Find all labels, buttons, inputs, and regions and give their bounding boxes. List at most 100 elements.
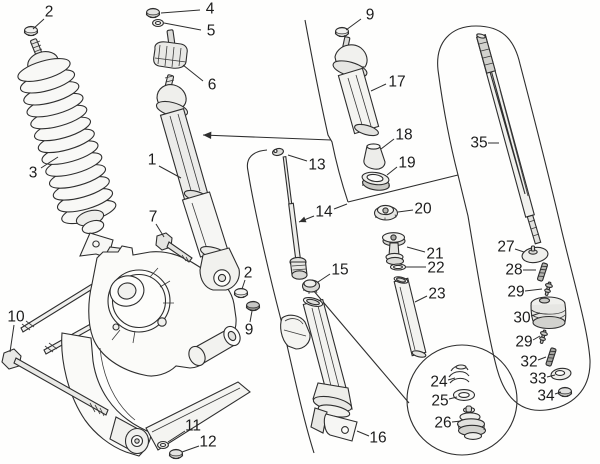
valve-assembly-26 — [458, 406, 486, 439]
leader-line — [398, 210, 413, 212]
fork-leg-16 — [303, 296, 357, 441]
divider-diagonal — [348, 175, 458, 202]
bolt-10 — [2, 349, 108, 416]
callout-label-25: 25 — [431, 393, 448, 410]
callout-label-13: 13 — [308, 157, 325, 174]
callout-label-9: 9 — [366, 7, 375, 24]
leader-line — [407, 247, 425, 252]
valve-pin-29a — [542, 280, 554, 297]
callout-label-2: 2 — [244, 265, 253, 282]
clip-13 — [272, 148, 284, 157]
leader-line — [156, 224, 164, 237]
leader-line — [250, 311, 252, 322]
bolt-7 — [156, 233, 192, 262]
upper-mount-parts — [23, 7, 350, 69]
nut-4 — [145, 7, 161, 19]
callout-label-14: 14 — [315, 204, 333, 221]
leader-line — [33, 19, 44, 29]
arrowhead-icon — [299, 216, 307, 223]
callout-label-32: 32 — [520, 354, 537, 371]
damper-rod-14 — [283, 157, 307, 280]
callout-label-22: 22 — [427, 260, 444, 277]
leader-line — [357, 431, 369, 436]
callout-label-23: 23 — [428, 286, 445, 303]
callout-label-19: 19 — [398, 155, 415, 172]
callout-label-34: 34 — [537, 388, 555, 405]
shock-absorber — [155, 75, 239, 290]
leader-line — [381, 139, 394, 149]
nut-2b — [233, 287, 249, 299]
flange-nut-20 — [375, 205, 398, 220]
leader-line — [415, 296, 427, 302]
detail-link-line — [313, 290, 409, 403]
leader-line — [448, 378, 455, 380]
cone-18 — [364, 144, 385, 169]
leader-line — [159, 166, 181, 178]
nut-9 — [334, 26, 350, 38]
leader-line — [346, 19, 361, 30]
detail-circle — [407, 345, 517, 455]
callout-label-30: 30 — [513, 310, 531, 327]
link-bushing — [186, 324, 244, 369]
valve-disc-27 — [521, 246, 549, 264]
nut-2 — [23, 25, 39, 37]
pin-28 — [536, 262, 549, 282]
callout-label-35: 35 — [470, 135, 487, 152]
o-ring-22 — [391, 264, 406, 270]
hub-face — [107, 268, 174, 343]
callout-label-4: 4 — [206, 1, 215, 18]
swingarm-assembly — [2, 233, 310, 460]
callout-label-24: 24 — [430, 374, 448, 391]
leader-line — [547, 375, 555, 377]
shock-clevis — [200, 248, 239, 290]
washer-25 — [454, 390, 475, 401]
divider-mid-curve — [305, 20, 348, 202]
leader-line — [555, 392, 561, 394]
callout-label-21: 21 — [426, 246, 443, 263]
leader-line — [525, 289, 542, 291]
fork-damper-group — [272, 148, 357, 441]
shock-upper-tube — [161, 109, 209, 204]
nut-15 — [303, 280, 320, 294]
piston-30 — [531, 297, 566, 329]
callout-label-1: 1 — [148, 152, 157, 169]
spring-washers-24 — [449, 365, 469, 383]
coil-spring — [16, 38, 119, 235]
callout-label-11: 11 — [185, 418, 201, 435]
callout-label-26: 26 — [434, 415, 451, 432]
leader-line — [387, 167, 397, 175]
leader-line — [182, 446, 199, 452]
leader-line — [168, 431, 185, 442]
pivot-lug — [281, 315, 310, 349]
leader-line — [452, 421, 461, 422]
nut-12 — [168, 448, 184, 460]
callout-label-28: 28 — [505, 262, 522, 279]
assembly-arrow — [203, 131, 331, 140]
nut-9b — [245, 300, 261, 312]
leader-line — [318, 274, 330, 282]
leader-line — [449, 397, 457, 399]
washer-33 — [550, 367, 571, 381]
leader-line — [371, 84, 386, 91]
leader-line — [515, 249, 524, 252]
leader-line — [334, 204, 347, 209]
callout-label-29: 29 — [507, 284, 524, 301]
divider-left-curve — [247, 150, 314, 453]
callout-label-27: 27 — [497, 239, 514, 256]
panel-divider-lines — [247, 20, 590, 455]
pin-32 — [545, 347, 557, 367]
callout-label-3: 3 — [29, 165, 38, 182]
callout-label-6: 6 — [208, 77, 217, 94]
callout-label-16: 16 — [369, 430, 386, 447]
callout-label-9: 9 — [245, 322, 254, 339]
rod-capsule-outline — [438, 26, 590, 410]
buffer-block-6 — [154, 30, 188, 69]
leader-line — [531, 313, 540, 316]
leader-line — [41, 157, 58, 168]
spring-bottom-perch — [75, 207, 106, 235]
leader-line — [10, 325, 14, 352]
leader-line — [242, 280, 245, 289]
